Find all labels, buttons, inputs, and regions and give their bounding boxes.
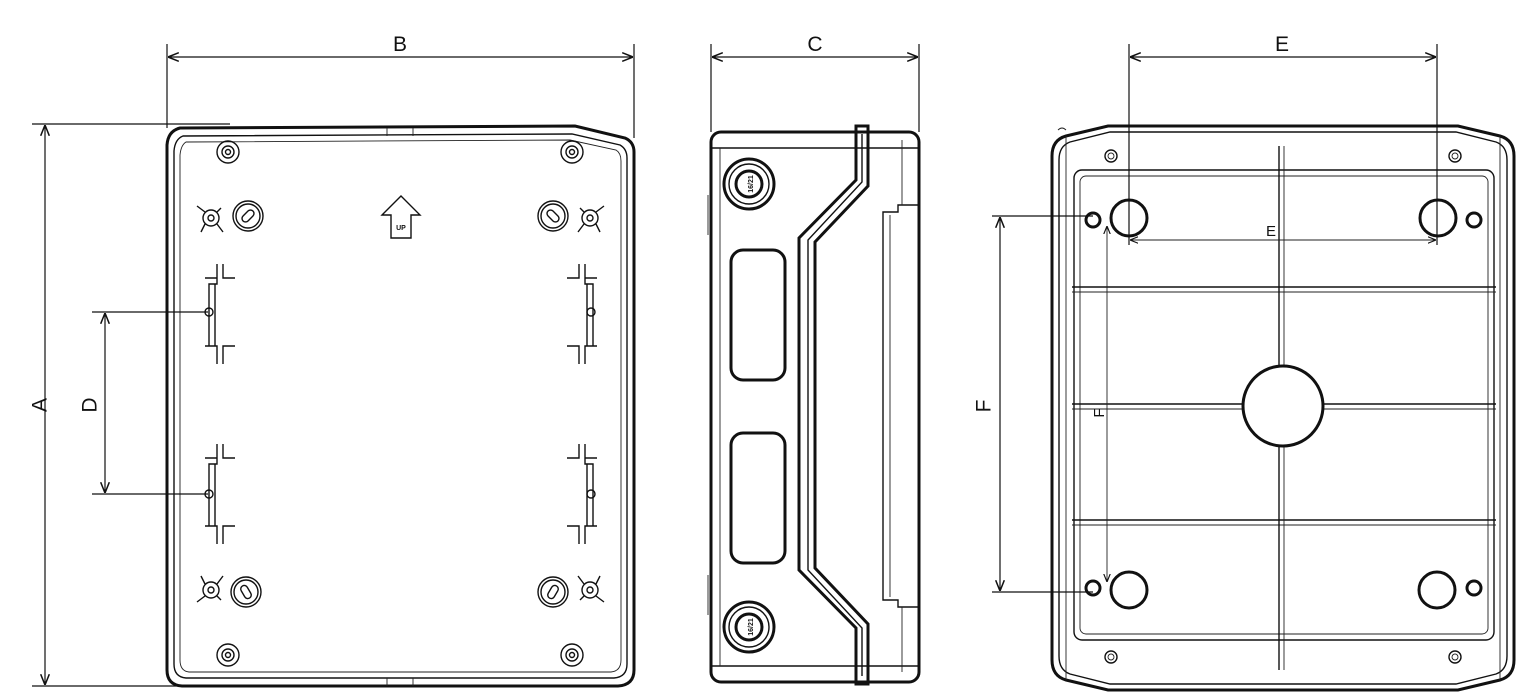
- up-mark: UP: [396, 225, 406, 232]
- corner-screws: [216, 140, 584, 667]
- cable-gland-top: 16/21: [722, 157, 776, 211]
- rear-view: [1050, 124, 1516, 692]
- dimension-c-label: C: [807, 33, 822, 56]
- rail-clips: [204, 264, 597, 544]
- gland-bottom-mark: 16/21: [748, 618, 755, 636]
- cable-gland-bottom: 16/21: [722, 600, 776, 654]
- side-outline: [709, 130, 921, 684]
- side-view: 16/21 16/21: [707, 124, 921, 686]
- front-dimensions: B A D: [29, 33, 635, 687]
- front-outline: [165, 124, 636, 688]
- dimension-e-inner-label: E: [1266, 223, 1276, 240]
- dimension-f-label: F: [973, 400, 996, 413]
- dimension-f-inner-label: F: [1091, 408, 1108, 417]
- rear-ribs: [1072, 146, 1496, 670]
- gland-top-mark: 16/21: [748, 175, 755, 193]
- dimension-e-label: E: [1275, 33, 1289, 56]
- rear-dimensions: E E F F: [973, 33, 1438, 593]
- slot-plugs: [230, 200, 569, 608]
- dimension-b-label: B: [393, 33, 407, 56]
- rear-outline: [1050, 124, 1516, 692]
- up-arrow-icon: UP: [380, 195, 422, 239]
- side-knockout-upper: [729, 248, 787, 382]
- dimension-a-label: A: [29, 398, 52, 412]
- rear-screw-holes: [1104, 149, 1462, 664]
- front-view: UP: [165, 124, 636, 688]
- mounting-screws: [196, 205, 605, 603]
- side-knockout-lower: [729, 431, 787, 565]
- rear-center-knockout: [1241, 364, 1325, 448]
- dimension-d-label: D: [79, 397, 102, 412]
- side-dimensions: C: [710, 33, 920, 132]
